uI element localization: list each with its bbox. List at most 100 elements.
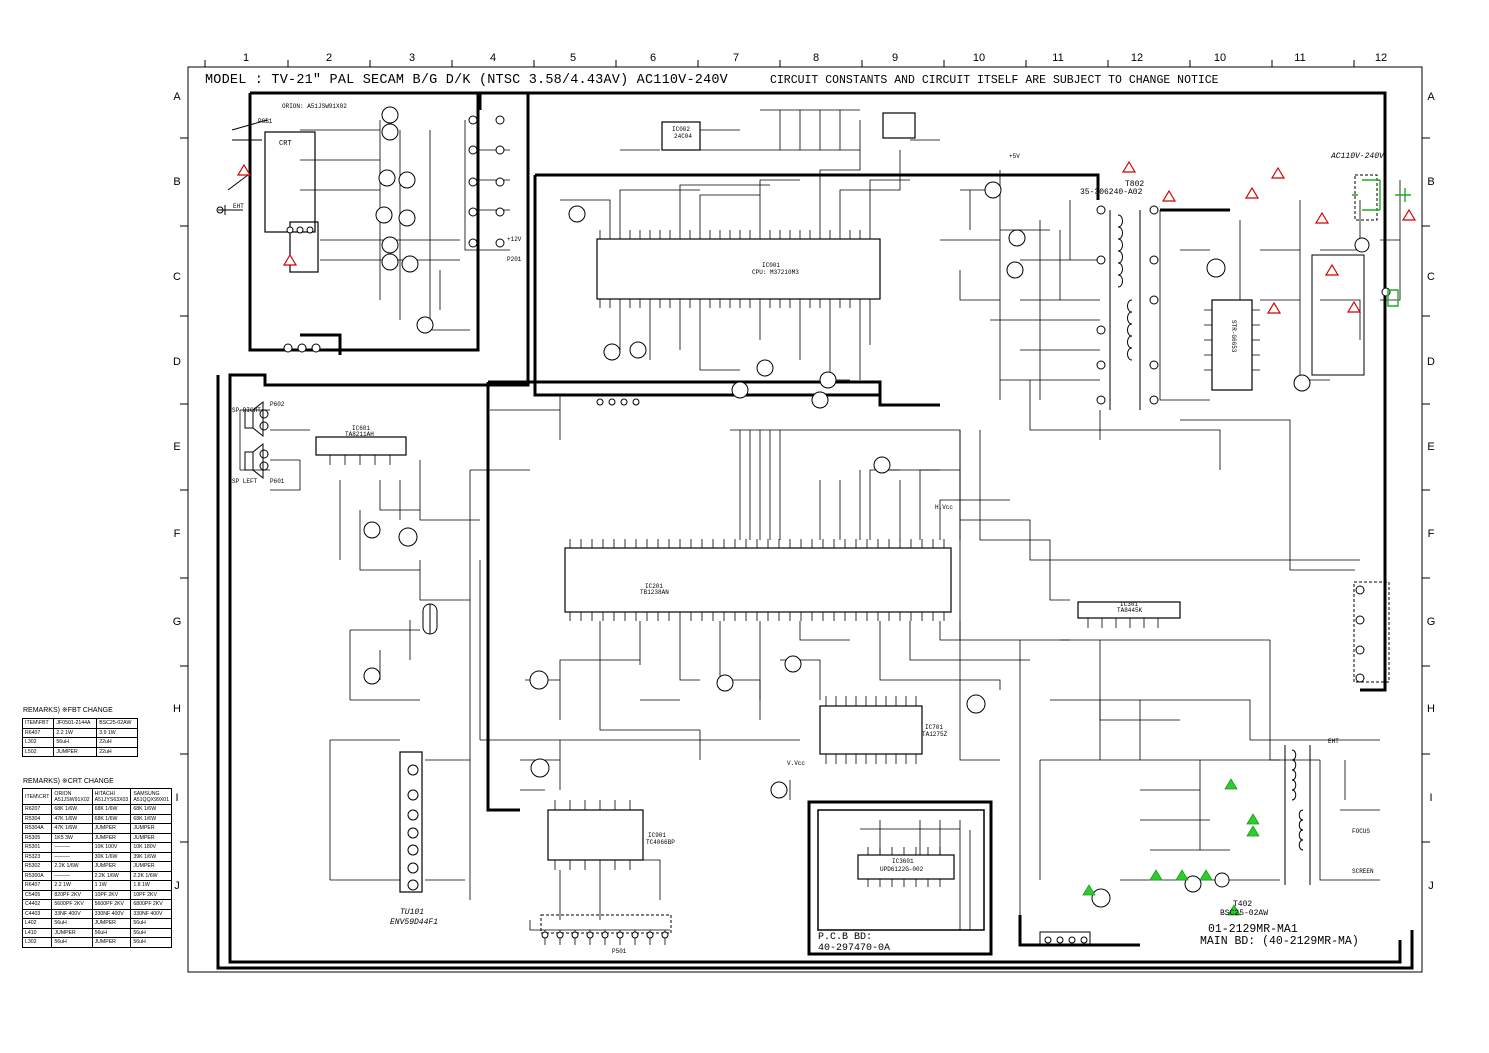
tu101-label: TU101 — [400, 908, 425, 917]
table-cell: 3.9 1W — [96, 727, 138, 738]
table-cell: 2.2K 1/6W — [130, 870, 173, 881]
vvcc-label: V.Vcc — [787, 760, 806, 767]
table-cell: 2.2K 1/6W — [51, 861, 93, 872]
table-cell: 56uH — [51, 918, 93, 929]
hvcc-label: H.Vcc — [935, 504, 954, 511]
table-cell: L402 — [21, 918, 53, 929]
fbt-change-table: ITEM\FBT JF0501-2144A BSC25-02AW R6407 2… — [21, 718, 138, 757]
table-cell: JUMPER — [130, 832, 173, 843]
table-cell: R6407 — [21, 880, 53, 891]
row-label: C — [173, 271, 181, 283]
row-label: F — [1427, 528, 1435, 540]
col-label: 7 — [732, 52, 740, 64]
ic201-part: TB1238AN — [640, 589, 669, 596]
table-cell: JUMPER — [91, 861, 132, 872]
sp-left-label: SP LEFT — [232, 478, 258, 485]
ic002-label: IC002 — [672, 126, 691, 133]
col-label: 12 — [1130, 52, 1144, 64]
table-cell: C4402 — [21, 899, 53, 910]
table-cell: 33NF 400V — [51, 908, 93, 919]
col-label: 10 — [972, 52, 986, 64]
ic3601-label: IC3601 — [892, 858, 914, 865]
col-label: 10 — [1213, 52, 1227, 64]
fbt-change-title: REMARKS) ※FBT CHANGE — [23, 707, 113, 714]
table-header-row: ITEM\CRT ORION A51JSW91X02 HITACHI A51JY… — [21, 788, 173, 805]
crt-model-label: ORION: A51JSW91X02 — [282, 103, 347, 110]
table-cell: JF0501-2144A — [53, 718, 98, 729]
t402-label: T402 — [1233, 900, 1253, 909]
row-label: F — [173, 528, 181, 540]
row-label: D — [1427, 356, 1435, 368]
col-label: 5 — [569, 52, 577, 64]
ic3601-part: UPD6122G-002 — [880, 866, 924, 873]
pcb-board-label: P.C.B BD: 40-297470-0A — [818, 932, 890, 954]
ic201-label: IC201 — [645, 583, 664, 590]
sp-right-label: SP RIGHT — [232, 407, 261, 414]
row-label: B — [1427, 176, 1435, 188]
main-board-line-1: 01-2129MR-MA1 — [1208, 923, 1298, 936]
col-label: 2 — [325, 52, 333, 64]
tu101-body — [399, 751, 423, 893]
table-cell: 56uH — [53, 737, 98, 748]
row-label: A — [173, 91, 181, 103]
row-label: D — [173, 356, 181, 368]
table-cell: JUMPER — [91, 937, 132, 948]
ic801-body — [1211, 299, 1253, 391]
row-label: H — [1427, 703, 1435, 715]
col-label: 8 — [812, 52, 820, 64]
col-label: 11 — [1294, 52, 1306, 64]
col-label: 3 — [408, 52, 416, 64]
table-cell: 56uH — [130, 937, 173, 948]
p602-label: P602 — [270, 401, 285, 408]
ic3601-body — [857, 854, 955, 880]
col-label: 9 — [891, 52, 899, 64]
table-cell: 10PF 2KV — [130, 889, 173, 900]
table-cell: 330NF 400V — [91, 908, 132, 919]
ic701-label: IC701 — [925, 724, 944, 731]
table-cell: 68K 1/6W — [130, 813, 173, 824]
row-label: J — [174, 880, 180, 892]
ic901-label: IC901 — [648, 832, 667, 839]
table-cell: 68K 1/6W — [91, 804, 132, 815]
table-cell: BSC25-02AW — [96, 718, 138, 729]
table-row: R6407 2.2 1W 3.9 1W — [21, 727, 138, 738]
p501-label: P501 — [612, 948, 627, 955]
table-cell: 10PF 2KV — [91, 889, 132, 900]
table-cell: 10K 100V — [91, 842, 132, 853]
row-label: H — [173, 703, 181, 715]
table-cell: JUMPER — [91, 918, 132, 929]
p601-label: P601 — [270, 478, 285, 485]
row-label: J — [1428, 880, 1434, 892]
table-cell: 56uH — [51, 937, 93, 948]
row-label: E — [1427, 441, 1435, 453]
table-cell: 56uH — [130, 918, 173, 929]
table-cell: 47K 1/6W — [51, 823, 93, 834]
ic601-part: TA8211AH — [345, 431, 374, 438]
ac-input-label: AC110V-240V — [1331, 152, 1384, 161]
table-cell: C5405 — [21, 889, 53, 900]
table-cell: R6407 — [21, 727, 55, 738]
t802-part: 35-306240-A02 — [1080, 188, 1143, 197]
table-cell: JUMPER — [53, 746, 98, 757]
table-cell: L302 — [21, 737, 55, 748]
table-cell: JUMPER — [130, 861, 173, 872]
schematic-title: MODEL : TV-21" PAL SECAM B/G D/K (NTSC 3… — [205, 73, 728, 88]
table-cell: 5600PF 2KV — [91, 899, 132, 910]
table-cell: ITEM\CRT — [21, 788, 53, 805]
table-cell: 330NF 400V — [130, 908, 173, 919]
row-label: C — [1427, 271, 1435, 283]
table-cell: 39K 1/6W — [130, 851, 173, 862]
ic001-body — [596, 238, 881, 300]
ic002-body — [661, 121, 701, 151]
screen-label: SCREEN — [1352, 868, 1374, 875]
col-label: 1 — [242, 52, 250, 64]
